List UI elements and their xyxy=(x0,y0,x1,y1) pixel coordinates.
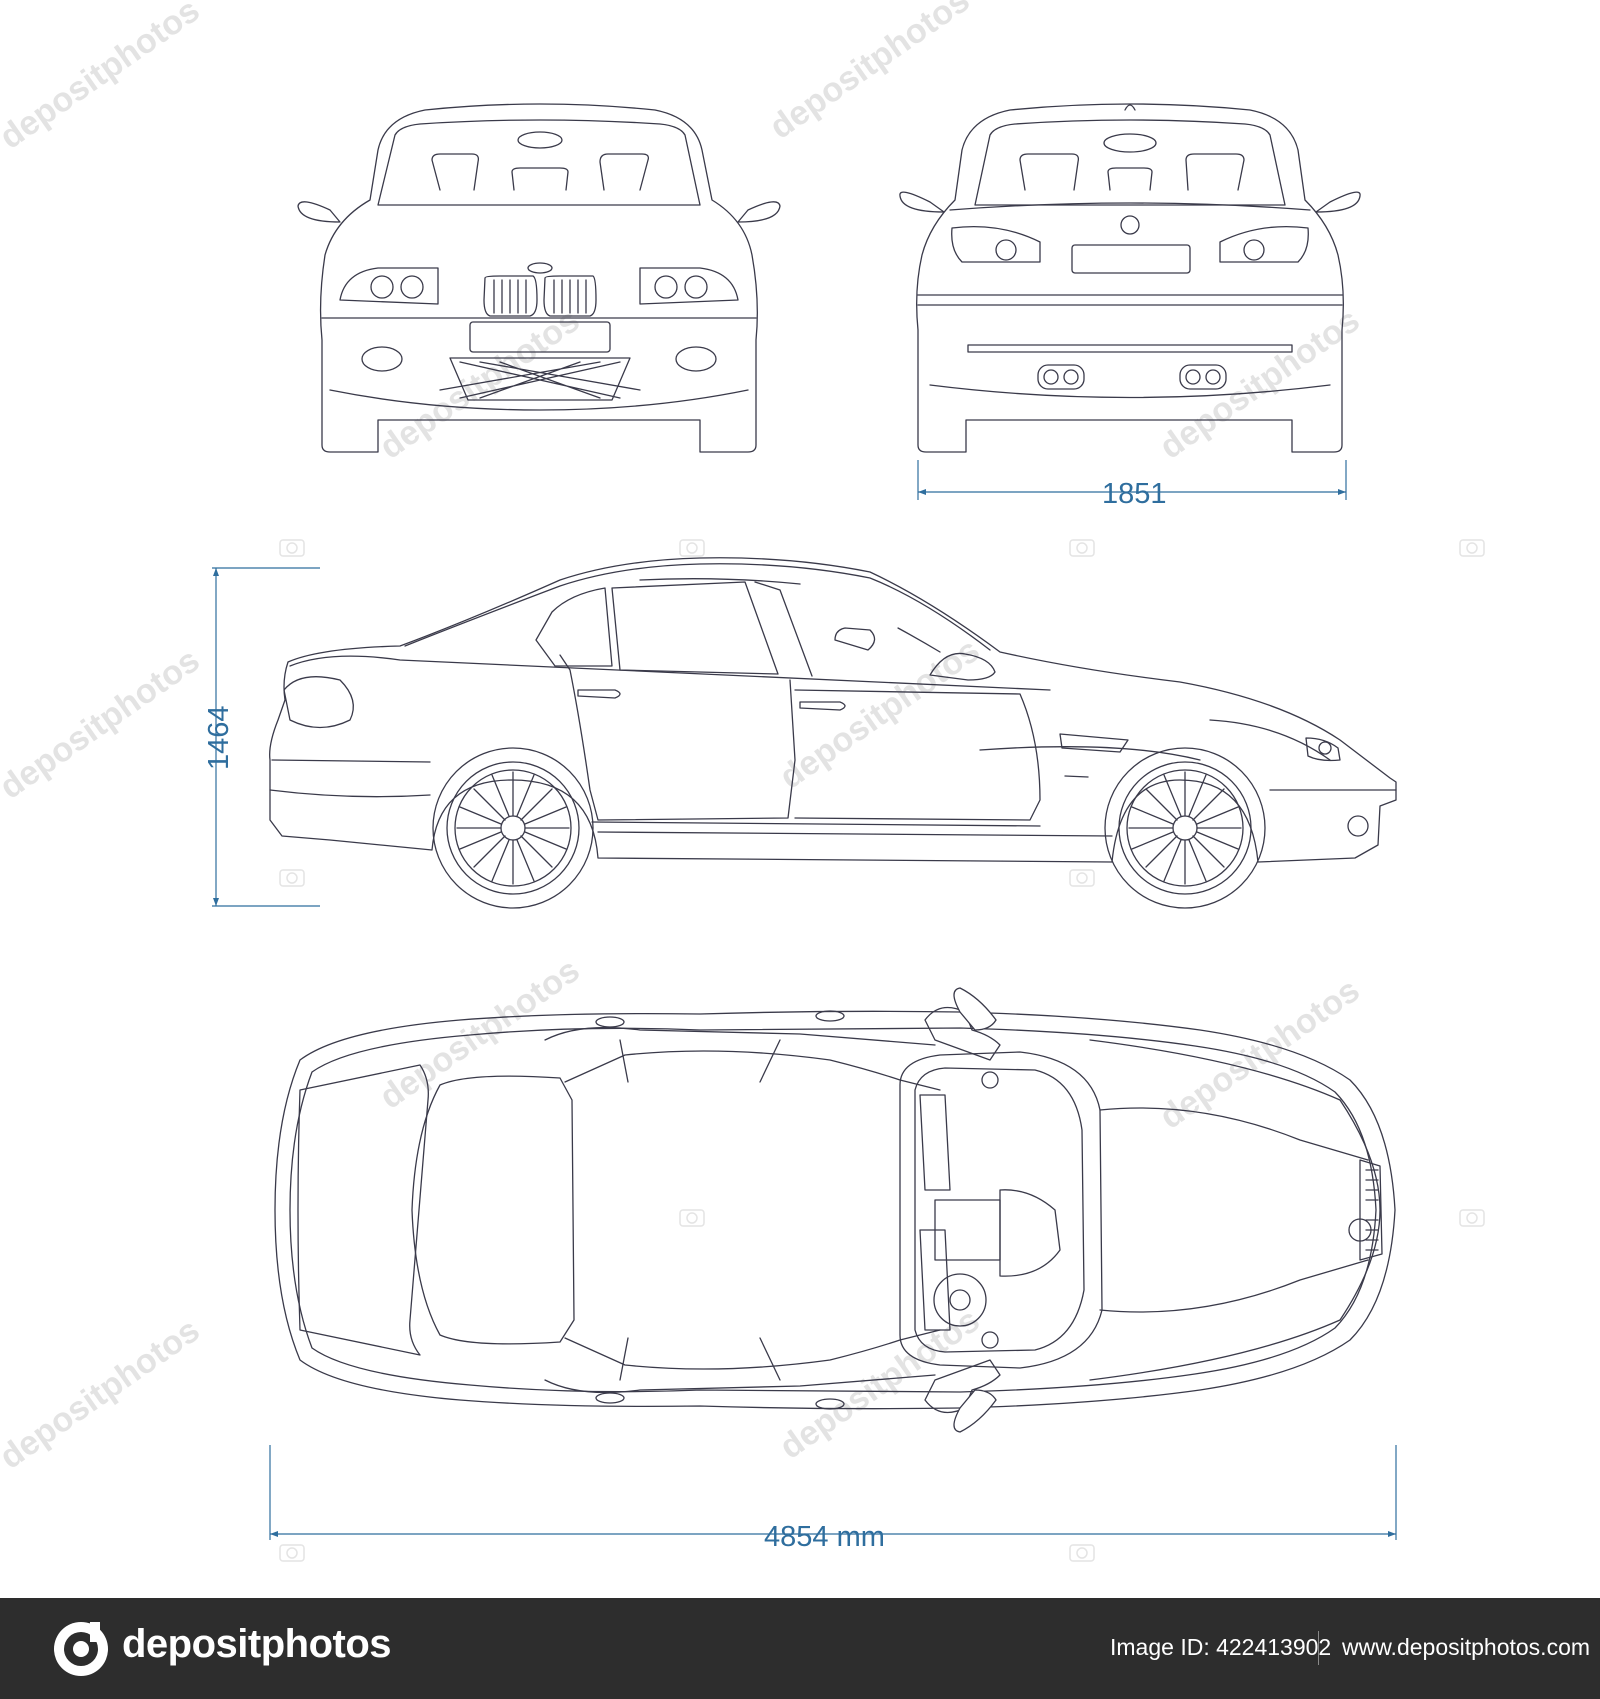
length-dimension xyxy=(269,1445,1397,1540)
watermark-text: depositphotos xyxy=(0,1311,206,1476)
stock-footer-bar: depositphotos Image ID: 422413902 www.de… xyxy=(0,1598,1600,1699)
front-wheel xyxy=(1104,747,1266,909)
hood-grille-vents xyxy=(1365,1169,1379,1251)
watermark-text: depositphotos xyxy=(0,0,206,157)
camera-watermark-icon xyxy=(279,539,1485,1562)
watermark-text: depositphotos xyxy=(1153,971,1367,1136)
width-label: 1851 xyxy=(1102,478,1167,510)
rear-view xyxy=(899,103,1361,453)
depositphotos-logo-icon xyxy=(54,1622,108,1676)
height-label: 1464 xyxy=(203,705,235,770)
footer-divider xyxy=(1318,1631,1319,1665)
top-view xyxy=(274,987,1396,1433)
height-dimension xyxy=(212,567,320,907)
rear-wheel xyxy=(432,747,594,909)
watermark-text: depositphotos xyxy=(0,641,206,806)
length-label: 4854 mm xyxy=(764,1521,885,1553)
site-url-link[interactable]: www.depositphotos.com xyxy=(1342,1634,1591,1660)
exhaust-tips xyxy=(1037,364,1227,390)
kidney-grille-slats xyxy=(493,279,587,314)
side-view xyxy=(269,557,1397,909)
car-blueprint: depositphotos depositphotos depositphoto… xyxy=(0,0,1485,1562)
front-view xyxy=(297,103,781,453)
watermark-text: depositphotos xyxy=(763,0,977,147)
watermarks: depositphotos depositphotos depositphoto… xyxy=(0,0,1485,1562)
image-id-label: Image ID: 422413902 xyxy=(1110,1634,1332,1660)
width-dimension xyxy=(917,460,1347,500)
watermark-text: depositphotos xyxy=(1153,301,1367,466)
brand-name: depositphotos xyxy=(122,1622,392,1666)
